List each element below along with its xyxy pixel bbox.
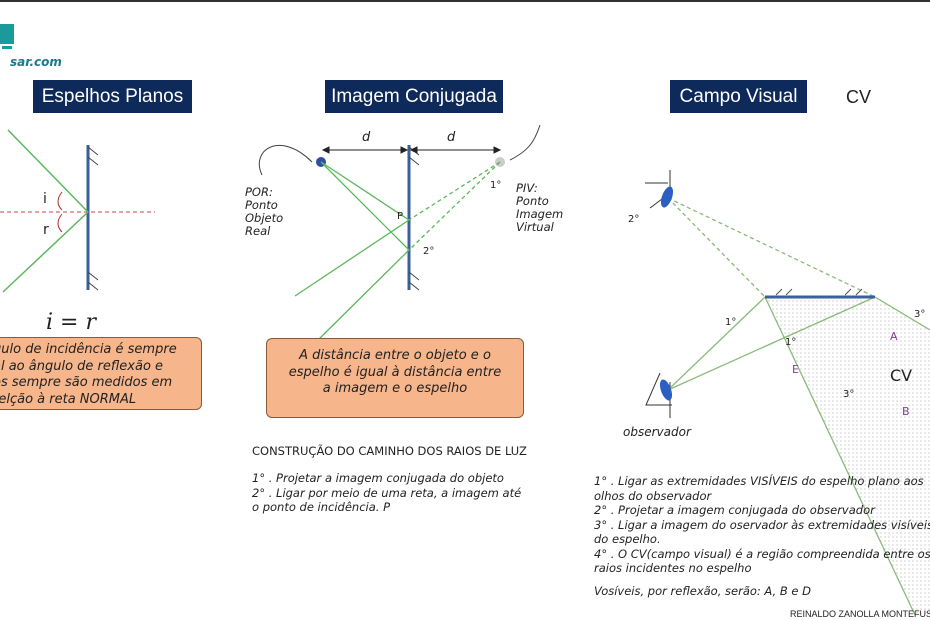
cv-region-label: CV xyxy=(890,366,913,385)
author-footer: REINALDO ZANOLLA MONTEFUSCO xyxy=(790,609,930,619)
title-espelhos-planos: Espelhos Planos xyxy=(33,80,192,113)
distance-arrows xyxy=(321,146,502,154)
visual-field-steps: 1° . Ligar as extremidades VISÍVEIS do e… xyxy=(594,474,930,575)
logo-icon xyxy=(0,24,14,49)
note-line: a imagem e o espelho xyxy=(322,381,468,396)
region-b: B xyxy=(902,405,910,418)
construction-title: CONSTRUÇÃO DO CAMINHO DOS RAIOS DE LUZ xyxy=(252,444,527,458)
observer-label: observador xyxy=(623,425,691,439)
top-border xyxy=(0,0,930,2)
note-line: al ao ângulo de reflexão e xyxy=(0,358,164,374)
logo-text: sar.com xyxy=(10,55,62,69)
observer-eye-icon xyxy=(645,372,673,418)
scroll-note-middle: A distância entre o objeto e o espelho é… xyxy=(266,338,524,418)
distance-label-object: d xyxy=(362,130,371,145)
label-i: i xyxy=(43,191,47,207)
note-line: relção à reta NORMAL xyxy=(0,391,137,407)
ray1b-label: 1° xyxy=(785,337,797,348)
label-r: r xyxy=(43,222,49,238)
pointer-curves xyxy=(258,124,541,176)
title-imagem-conjugada: Imagem Conjugada xyxy=(325,80,503,113)
note-line: espelho é igual à distância entre xyxy=(288,364,502,380)
equation: i = r xyxy=(46,310,96,335)
title-campo-visual: Campo Visual xyxy=(670,80,807,113)
conclusion: Vosíveis, por reflexão, serão: A, B e D xyxy=(594,584,811,598)
step2-label: 2° xyxy=(423,246,435,257)
point-p-label: P xyxy=(397,211,404,222)
reflected-ray xyxy=(2,211,89,293)
cv-heading: CV xyxy=(846,87,872,107)
angle-arcs xyxy=(57,191,63,233)
eye-image-icon xyxy=(645,170,674,209)
middle-rays xyxy=(294,161,501,341)
scroll-note-left: gulo de incidência é sempre al ao ângulo… xyxy=(0,337,202,410)
visual-field-region xyxy=(765,297,930,615)
ray3b-label: 3° xyxy=(914,309,926,320)
field-rays xyxy=(667,197,930,616)
note-line: A distância entre o objeto e o xyxy=(299,348,491,363)
plane-mirror-left xyxy=(86,145,99,291)
region-e: E xyxy=(792,363,799,376)
ray1a-label: 1° xyxy=(725,317,737,328)
incident-ray xyxy=(7,129,89,213)
distance-label-image: d xyxy=(447,130,456,145)
step1-label: 1° xyxy=(490,180,502,191)
note-line: os sempre são medidos em xyxy=(0,375,173,390)
region-a: A xyxy=(890,330,898,343)
eye-step-label: 2° xyxy=(628,214,640,225)
plane-mirror-right xyxy=(765,288,875,299)
construction-steps: 1° . Projetar a imagem conjugada do obje… xyxy=(252,471,522,514)
ray3a-label: 3° xyxy=(843,389,855,400)
plane-mirror-middle xyxy=(407,145,420,291)
note-line: gulo de incidência é sempre xyxy=(0,342,177,357)
